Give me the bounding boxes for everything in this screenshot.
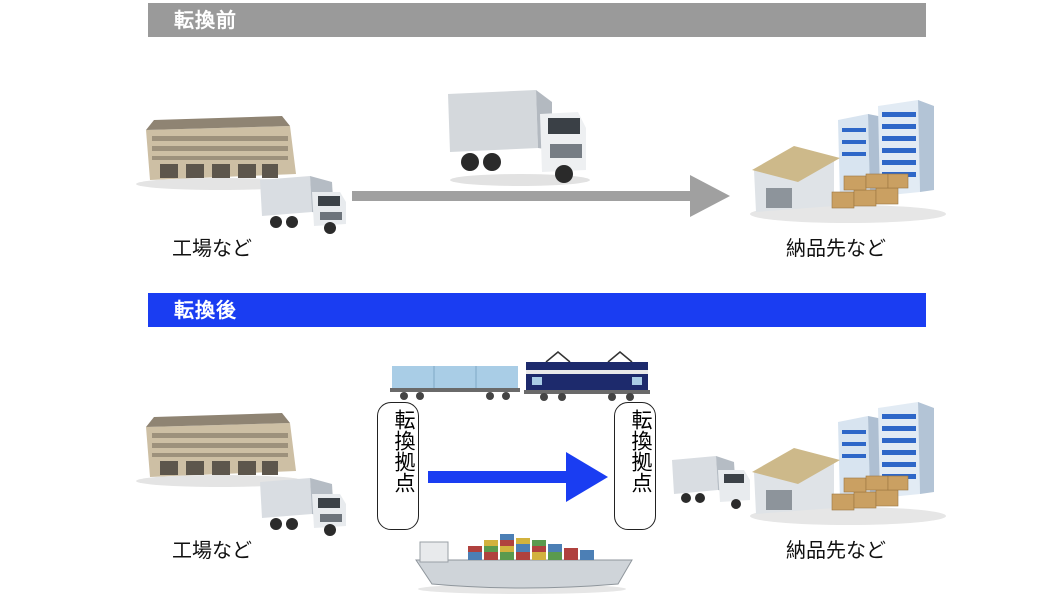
before-section-title: 転換前 [174,8,237,32]
warehouse-icon [750,402,946,525]
warehouse-icon [750,100,946,223]
left-transfer-hub: 転換拠点 [377,402,419,530]
after-dest-label: 納品先など [786,538,886,562]
train-icon [390,351,650,401]
container-ship-icon [415,534,633,594]
right-transfer-hub: 転換拠点 [614,402,656,530]
after-origin-label: 工場など [172,538,252,562]
before-dest-label: 納品先など [786,236,886,260]
truck-icon [260,478,346,536]
after-section-title: 転換後 [174,298,237,322]
blue-transport-arrow [428,452,608,502]
after-section-header: 転換後 [148,293,926,327]
left-hub-label: 転換拠点 [392,409,416,493]
truck-icon [260,176,346,234]
factory-icon [136,413,304,487]
before-origin-label: 工場など [172,236,252,260]
before-section-header: 転換前 [148,3,926,37]
truck-icon [672,456,750,509]
right-hub-label: 転換拠点 [629,409,653,493]
truck-icon [448,90,590,186]
gray-transport-arrow [352,175,730,217]
